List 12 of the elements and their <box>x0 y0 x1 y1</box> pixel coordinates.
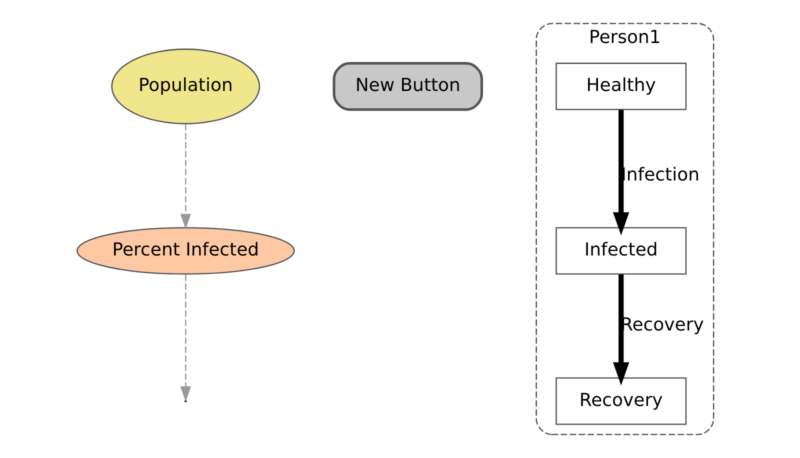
arrow <box>180 274 191 402</box>
edge-label: Infection <box>620 164 699 186</box>
node-box: New Button <box>332 62 483 111</box>
arrow <box>612 274 629 386</box>
arrow <box>180 124 191 230</box>
edge-label: Recovery <box>620 314 704 336</box>
node-box: Infected <box>555 227 686 275</box>
arrow <box>612 110 629 236</box>
node-box: Recovery <box>555 377 686 425</box>
node-box: Healthy <box>555 62 686 110</box>
node-ellipse: Percent Infected <box>76 227 294 275</box>
node-ellipse: Population <box>110 48 260 124</box>
